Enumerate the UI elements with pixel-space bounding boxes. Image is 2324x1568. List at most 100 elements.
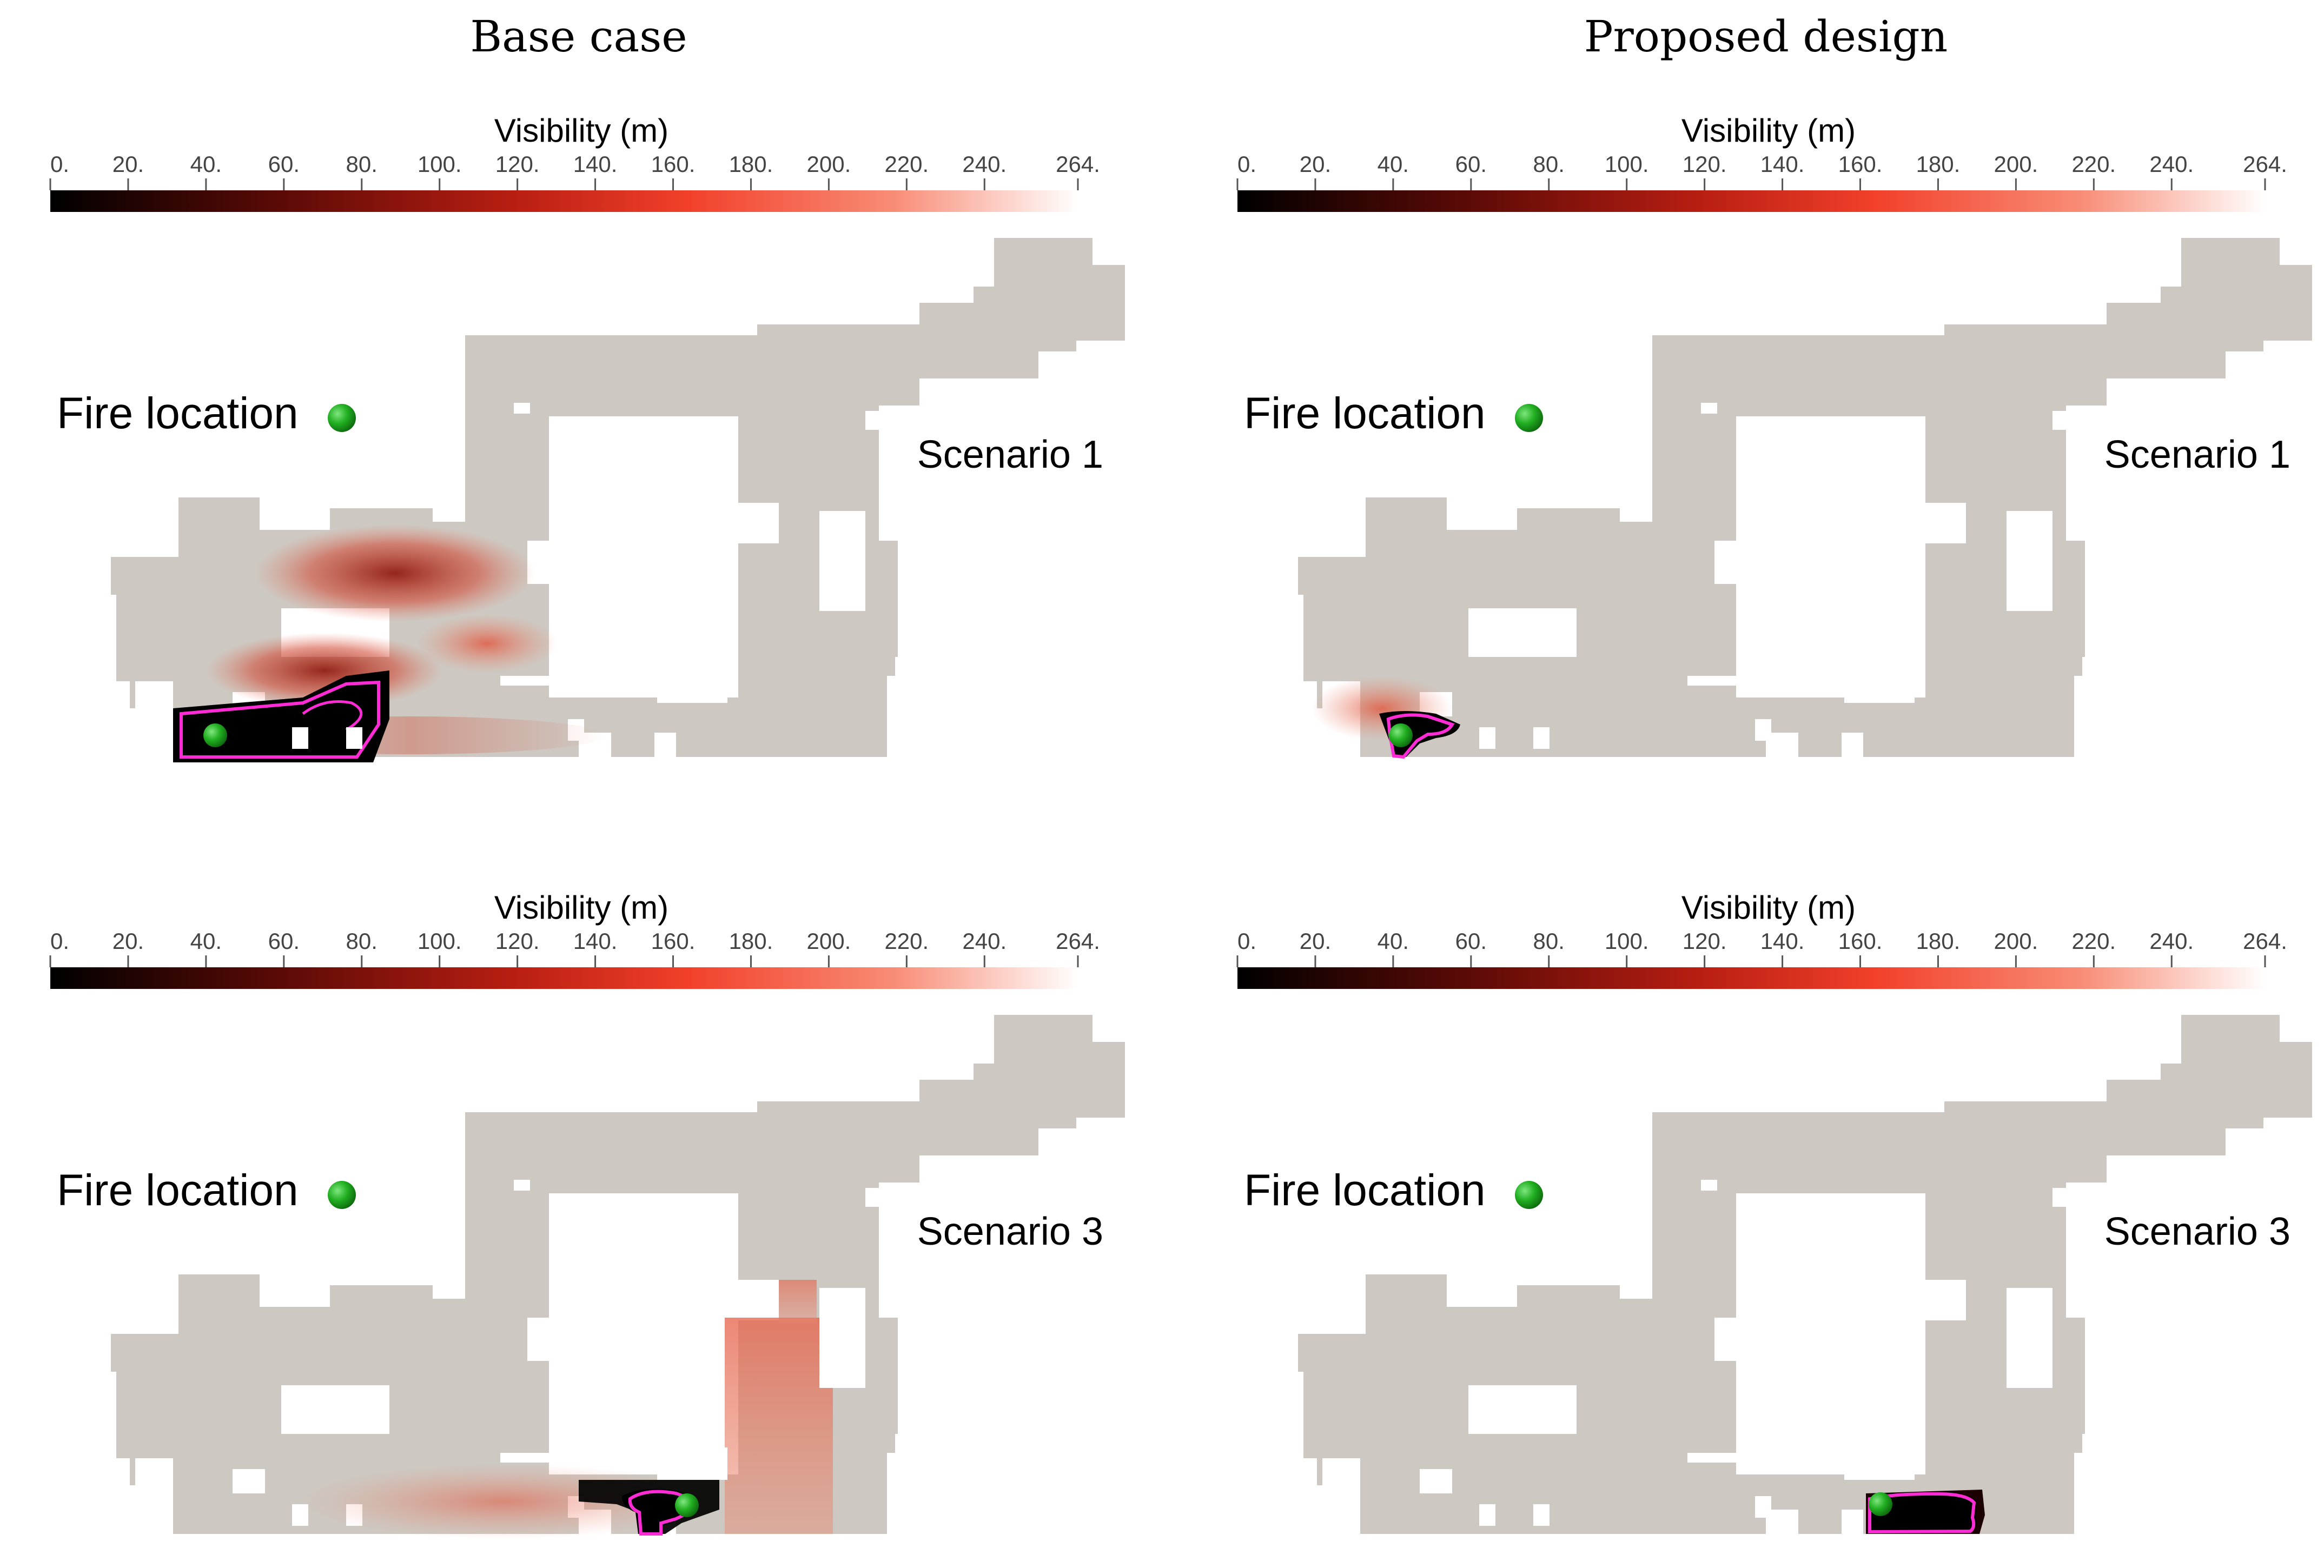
- colorbar-title: Visibility (m): [494, 889, 668, 926]
- visibility-contour: [1868, 1492, 1976, 1534]
- colorbar-tick-label: 60.: [1455, 928, 1487, 954]
- colorbar-tick-label: 100.: [1605, 928, 1649, 954]
- colorbar-tick-label: 20.: [1300, 928, 1331, 954]
- colorbar-tick-label: 200.: [807, 151, 851, 177]
- colorbar-tick-label: 180.: [729, 151, 773, 177]
- scenario-label: Scenario 3: [917, 1210, 1103, 1253]
- colorbar-tick-label: 120.: [1683, 151, 1727, 177]
- colorbar-tick-label: 20.: [112, 151, 144, 177]
- colorbar-tick-label: 140.: [1760, 151, 1805, 177]
- colorbar-tick-label: 40.: [190, 151, 222, 177]
- colorbar-tick-label: 0.: [1237, 151, 1256, 177]
- colorbar-tick-label: 120.: [1683, 928, 1727, 954]
- colorbar-tick-label: 140.: [1760, 928, 1805, 954]
- fire-legend-marker-icon: [328, 1181, 356, 1209]
- colorbar-tick-label: 60.: [1455, 151, 1487, 177]
- panel-base-scenario-1: Visibility (m) 0.20.40.60.80.100.120.140…: [49, 112, 1125, 762]
- colorbar-tick-label: 200.: [1994, 151, 2038, 177]
- colorbar: Visibility (m) 0.20.40.60.80.100.120.140…: [1236, 112, 2287, 212]
- fire-marker-icon: [675, 1493, 699, 1517]
- scenario-label: Scenario 3: [2104, 1210, 2290, 1253]
- visibility-contour: [1386, 713, 1455, 759]
- colorbar-tick-label: 60.: [268, 928, 300, 954]
- fire-location-legend: Fire location: [57, 389, 356, 438]
- column-header-base-case: Base case: [470, 11, 687, 62]
- visibility-contour: [180, 680, 380, 759]
- colorbar: Visibility (m) 0. 20. 40. 60. 80. 100. 120. 140…: [1236, 889, 2287, 989]
- colorbar-tick-label: 0.: [50, 151, 69, 177]
- fire-location-label: Fire location: [1244, 1166, 1486, 1215]
- colorbar-tick-label: 264.: [1056, 928, 1100, 954]
- colorbar-tick-label: 180.: [1916, 151, 1961, 177]
- colorbar-tick-label: 160.: [651, 151, 696, 177]
- colorbar-gradient: [1237, 967, 2265, 989]
- colorbar-tick-label: 220.: [2071, 151, 2116, 177]
- colorbar-tick-label: 0.: [1237, 928, 1256, 954]
- colorbar-tick-label: 40.: [190, 928, 222, 954]
- colorbar-tick-label: 140.: [573, 151, 618, 177]
- colorbar-ticks: 0.20.40.60.80.100.120.140.160.180.200.22…: [1236, 151, 2287, 190]
- smoke-plume: [173, 524, 606, 762]
- colorbar-tick-label: 220.: [884, 151, 929, 177]
- colorbar-tick-label: 264.: [2243, 151, 2287, 177]
- colorbar-tick-label: 160.: [1838, 928, 1883, 954]
- panel-proposed-scenario-3: Visibility (m) 0. 20. 40. 60. 80. 100. 120. 140…: [1236, 889, 2312, 1534]
- colorbar-tick-label: 120.: [495, 151, 540, 177]
- fire-marker-icon: [1869, 1492, 1892, 1516]
- fire-legend-marker-icon: [328, 404, 356, 432]
- colorbar-gradient: [50, 190, 1078, 212]
- scenario-label: Scenario 1: [917, 433, 1103, 476]
- smoke-plume: [297, 1280, 865, 1539]
- fire-marker-icon: [203, 723, 227, 747]
- colorbar-tick-label: 20.: [1300, 151, 1331, 177]
- colorbar-tick-label: 60.: [268, 151, 300, 177]
- colorbar-ticks: 0.20.40.60.80.100.120.140.160.180.200.22…: [49, 151, 1100, 190]
- colorbar-title: Visibility (m): [1681, 889, 1856, 926]
- colorbar-title: Visibility (m): [1681, 112, 1856, 149]
- fire-location-legend: Fire location: [1244, 389, 1543, 438]
- colorbar-tick-label: 100.: [1605, 151, 1649, 177]
- scenario-label: Scenario 1: [2104, 433, 2290, 476]
- colorbar-tick-label: 80.: [1533, 928, 1565, 954]
- colorbar-tick-label: 80.: [346, 928, 378, 954]
- colorbar-title: Visibility (m): [494, 112, 668, 149]
- fire-location-legend: Fire location: [57, 1166, 356, 1215]
- panel-proposed-scenario-1: Visibility (m) 0.20.40.60.80.100.120.140…: [1236, 112, 2312, 759]
- column-header-proposed-design: Proposed design: [1584, 11, 1948, 62]
- colorbar-tick-label: 100.: [418, 151, 462, 177]
- colorbar-tick-label: 264.: [1056, 151, 1100, 177]
- smoke-plume: [1866, 1490, 1985, 1534]
- colorbar-tick-label: 120.: [495, 928, 540, 954]
- colorbar-tick-label: 140.: [573, 928, 618, 954]
- colorbar: Visibility (m) 0. 20. 40. 60. 80. 100. 120. 140…: [49, 889, 1100, 989]
- colorbar-tick-label: 264.: [2243, 928, 2287, 954]
- colorbar-tick-label: 20.: [112, 928, 144, 954]
- floor-plan: [1298, 1015, 2312, 1534]
- fire-marker-icon: [1389, 723, 1413, 747]
- floor-plan: [1298, 238, 2312, 757]
- colorbar-ticks: 0.20.40.60.80.100.120.140.160.180.200.22…: [1236, 928, 2287, 967]
- colorbar-gradient: [1237, 190, 2265, 212]
- fire-location-label: Fire location: [57, 1166, 299, 1215]
- colorbar-ticks: 0. 20. 40. 60. 80. 100. 120. 140. 160. 180. 200. 22…: [49, 928, 1100, 967]
- fire-location-legend: Fire location: [1244, 1166, 1543, 1215]
- colorbar-tick-label: 220.: [884, 928, 929, 954]
- colorbar-tick-label: 220.: [2071, 928, 2116, 954]
- fire-location-label: Fire location: [1244, 389, 1486, 438]
- colorbar: Visibility (m) 0.20.40.60.80.100.120.140…: [49, 112, 1100, 212]
- colorbar-tick-label: 0.: [50, 928, 69, 954]
- panel-base-scenario-3: Visibility (m) 0. 20. 40. 60. 80. 100. 120. 140…: [49, 889, 1125, 1539]
- colorbar-tick-label: 100.: [418, 928, 462, 954]
- colorbar-tick-label: 40.: [1378, 928, 1409, 954]
- floor-plan: [111, 1015, 1125, 1534]
- colorbar-tick-label: 200.: [807, 928, 851, 954]
- colorbar-tick-label: 200.: [1994, 928, 2038, 954]
- colorbar-tick-label: 240.: [962, 928, 1007, 954]
- fire-legend-marker-icon: [1515, 1181, 1543, 1209]
- colorbar-tick-label: 160.: [1838, 151, 1883, 177]
- colorbar-tick-label: 240.: [2149, 151, 2194, 177]
- colorbar-tick-label: 160.: [651, 928, 696, 954]
- colorbar-tick-label: 40.: [1378, 151, 1409, 177]
- colorbar-tick-label: 180.: [729, 928, 773, 954]
